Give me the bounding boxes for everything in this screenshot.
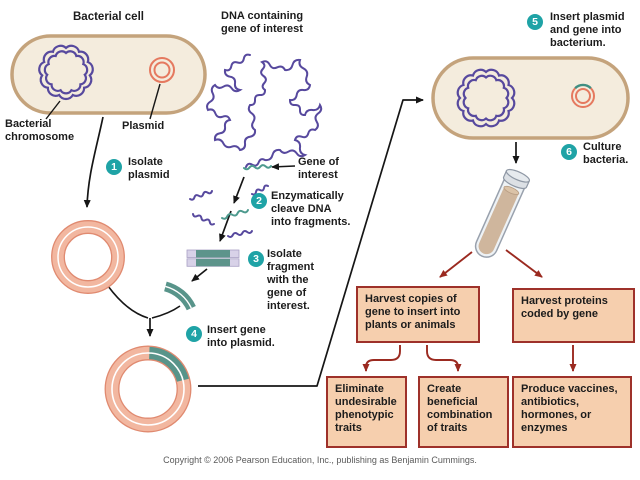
gene-fragment-bar: [186, 249, 240, 267]
arrow-cell-to-plasmid: [83, 116, 104, 208]
step-4-badge: 4: [186, 326, 202, 342]
merge-line-right: [151, 305, 181, 319]
harvest-proteins-box: Harvest proteins coded by gene: [512, 288, 635, 343]
harvest-genes-box: Harvest copies of gene to insert into pl…: [356, 286, 480, 343]
step-6-label: Culture bacteria.: [583, 141, 629, 166]
recombinant-plasmid-ring: [104, 345, 192, 433]
arrow-genes-to-create: [426, 345, 462, 372]
step-1-badge: 1: [106, 159, 122, 175]
arrow-bar-to-arc: [191, 268, 208, 282]
plasmid-pointer-line: [149, 83, 161, 120]
plasmid-label: Plasmid: [122, 120, 165, 132]
arrow-tube-to-genes-box: [439, 251, 473, 278]
produce-proteins-box: Produce vaccines, antibiotics, hormones,…: [512, 376, 632, 448]
bacterial-cell-label: Bacterial cell: [73, 11, 144, 23]
plasmid-in-cell: [149, 57, 175, 83]
dna-mass-art: [206, 53, 323, 171]
arrow-genes-to-eliminate: [362, 345, 401, 372]
bacterial-cell-right: [431, 56, 630, 140]
step-5-badge: 5: [527, 14, 543, 30]
step-6-badge: 6: [561, 144, 577, 160]
step-1-label: Isolate plasmid: [128, 156, 170, 181]
dna-heading-label: DNA containing gene of interest: [221, 10, 304, 35]
bacterial-chromosome-art: [38, 44, 94, 101]
step-4-label: Insert gene into plasmid.: [207, 324, 275, 349]
recombinant-plasmid-in-cell: [571, 83, 595, 108]
gene-of-interest-label: Gene of interest: [298, 156, 339, 181]
test-tube: [474, 168, 531, 258]
arrow-tube-to-proteins-box: [505, 249, 543, 278]
create-traits-box: Create beneficial combination of traits: [418, 376, 509, 448]
copyright-text: Copyright © 2006 Pearson Education, Inc.…: [163, 455, 477, 465]
merge-line-left: [107, 285, 149, 319]
step-3-badge: 3: [248, 251, 264, 267]
step-3-label: Isolate fragment with the gene of intere…: [267, 248, 315, 312]
arrow-fragments-to-bar: [219, 210, 232, 242]
bacterial-cell-left: [10, 34, 207, 115]
eliminate-traits-box: Eliminate undesirable phenotypic traits: [326, 376, 407, 448]
bacterial-chromosome-art-right: [456, 68, 516, 128]
bacterial-chromosome-label: Bacterial chromosome: [5, 118, 75, 143]
step-2-label: Enzymatically cleave DNA into fragments.: [271, 190, 351, 228]
chromosome-pointer-line: [45, 100, 61, 120]
step-5-label: Insert plasmid and gene into bacterium.: [550, 11, 625, 49]
arrow-dna-to-fragments: [233, 176, 245, 204]
step-2-badge: 2: [251, 193, 267, 209]
connector-plasmid-to-bacterium: [198, 96, 424, 387]
gene-arc-fragment: [163, 281, 196, 311]
isolated-plasmid-ring: [51, 220, 125, 294]
gene-of-interest-pointer: [271, 163, 296, 171]
